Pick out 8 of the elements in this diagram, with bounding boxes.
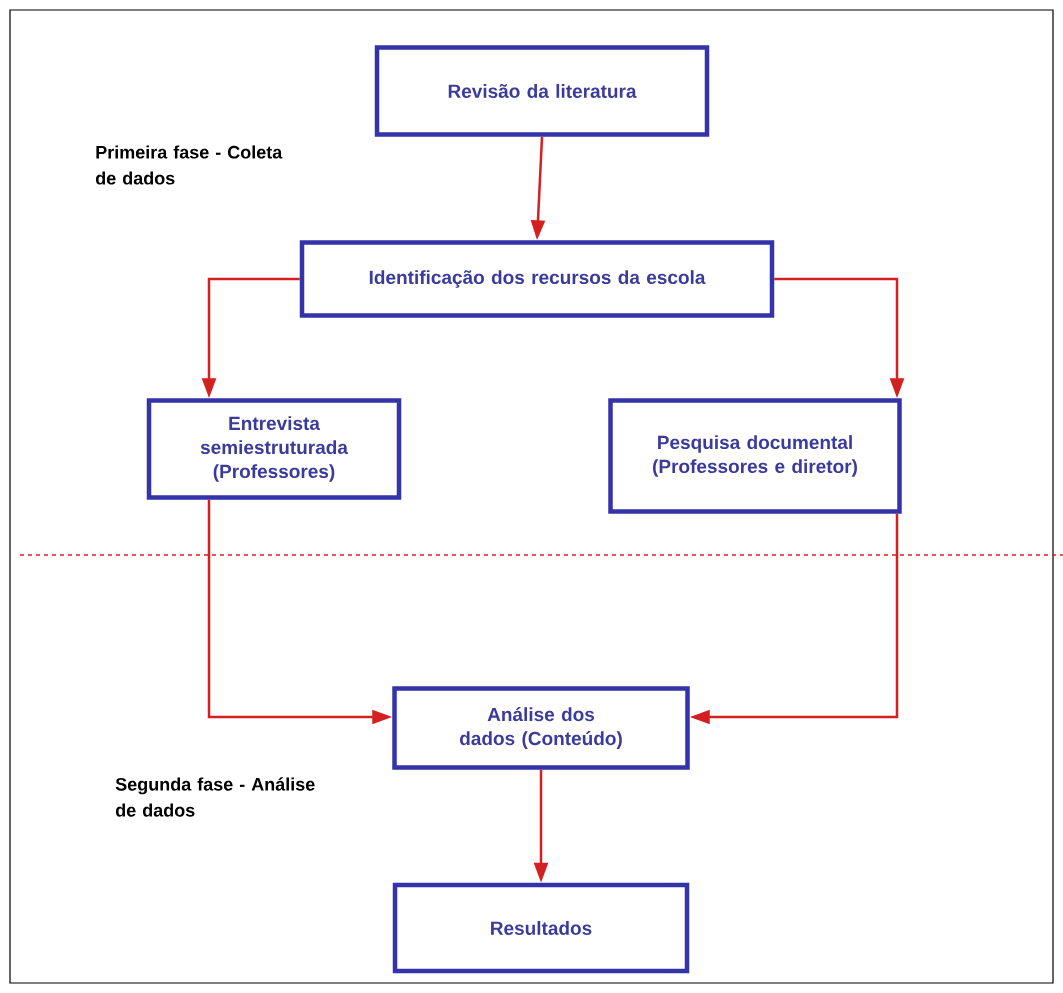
process-box: Resultados <box>392 882 690 974</box>
phase-label: Segunda fase - Análise de dados <box>115 777 315 817</box>
process-box: Identificação dos recursos da escola <box>299 240 775 318</box>
process-box: Revisão da literatura <box>374 45 710 137</box>
process-box: Análise dos dados (Conteúdo) <box>392 686 690 770</box>
process-box: Pesquisa documental (Professores e diretor) <box>608 398 902 514</box>
process-box: Entrevista semiestruturada (Professores) <box>146 398 402 500</box>
phase-label: Primeira fase - Coleta de dados <box>95 145 283 185</box>
